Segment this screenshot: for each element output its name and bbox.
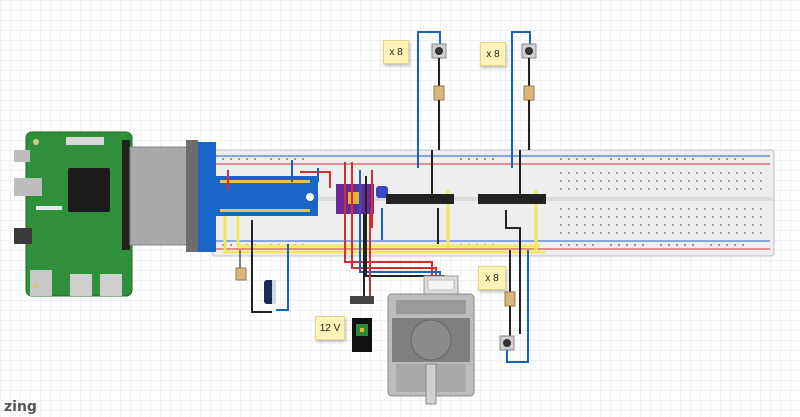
raspberry-pi <box>14 131 133 297</box>
button-top-left <box>417 31 447 168</box>
tactile-button-icon <box>525 47 533 55</box>
note-buttons-top-left: x 8 <box>383 40 409 64</box>
tactile-button-icon <box>503 339 511 347</box>
stepper-driver <box>336 184 388 214</box>
note-power: 12 V <box>315 316 345 340</box>
button-bottom <box>499 250 529 363</box>
shift-register-chip-icon <box>478 194 546 204</box>
note-buttons-top-right: x 8 <box>480 42 506 66</box>
capacitor <box>264 280 276 304</box>
gpio-breakout <box>198 142 318 252</box>
note-buttons-bottom: x 8 <box>478 266 506 290</box>
shift-register-chip-icon <box>386 194 454 204</box>
tactile-button-icon <box>435 47 443 55</box>
power-jack <box>350 296 374 352</box>
ribbon-cable <box>129 140 198 252</box>
watermark: zing <box>4 399 37 415</box>
resistor <box>235 250 247 281</box>
stepper-motor-icon <box>387 275 475 405</box>
button-top-right <box>511 31 537 168</box>
